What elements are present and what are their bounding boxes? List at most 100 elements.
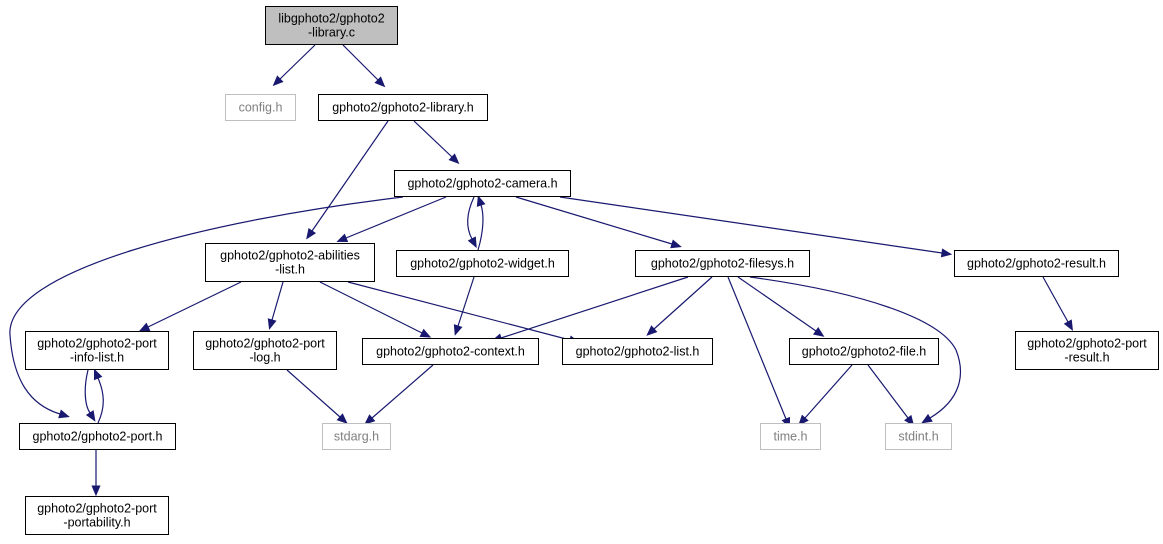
edge-line	[467, 196, 475, 240]
edge-widget-to-context	[453, 276, 475, 336]
node-label: gphoto2/gphoto2-context.h	[376, 345, 525, 359]
arrowhead	[272, 75, 284, 87]
node-portresult[interactable]: gphoto2/gphoto2-port-result.h	[1015, 331, 1159, 370]
node-label: gphoto2/gphoto2-result.h	[967, 257, 1106, 271]
node-label: gphoto2/gphoto2-camera.h	[407, 177, 557, 191]
edge-root-to-library	[342, 44, 386, 88]
edge-line	[347, 281, 571, 341]
node-camera[interactable]: gphoto2/gphoto2-camera.h	[394, 170, 571, 197]
edge-filesys-to-stdint	[749, 276, 962, 424]
arrowhead	[364, 414, 376, 425]
node-label: -result.h	[1064, 351, 1109, 365]
node-box	[789, 338, 939, 365]
node-box	[396, 250, 569, 277]
node-context[interactable]: gphoto2/gphoto2-context.h	[362, 338, 539, 365]
edge-line	[804, 364, 853, 419]
edge-filesys-to-list	[646, 276, 713, 336]
node-file[interactable]: gphoto2/gphoto2-file.h	[789, 338, 939, 365]
edge-line	[727, 276, 787, 420]
node-label: gphoto2/gphoto2-port.h	[33, 430, 163, 444]
arrowhead	[336, 413, 348, 424]
edge-line	[271, 281, 284, 321]
node-time: time.h	[760, 423, 821, 450]
node-result[interactable]: gphoto2/gphoto2-result.h	[954, 250, 1119, 277]
arrowhead	[336, 233, 349, 243]
arrowhead	[1063, 319, 1073, 331]
node-widget[interactable]: gphoto2/gphoto2-widget.h	[396, 250, 569, 277]
edge-filesys-to-time	[727, 276, 791, 429]
arrowhead	[93, 368, 103, 381]
node-box	[225, 94, 296, 121]
edge-line	[457, 276, 475, 327]
edge-line	[9, 196, 404, 415]
edge-line	[345, 196, 447, 239]
edge-line	[477, 204, 484, 251]
node-label: gphoto2/gphoto2-widget.h	[410, 257, 555, 271]
edge-line	[413, 120, 453, 158]
edge-file-to-stdint	[867, 364, 915, 427]
edge-line	[286, 369, 341, 418]
arrowhead	[448, 153, 460, 165]
edge-line	[1042, 276, 1069, 323]
edge-line	[319, 281, 423, 334]
edge-root-to-config	[272, 44, 316, 87]
node-box	[322, 423, 391, 450]
node-label: gphoto2/gphoto2-file.h	[802, 345, 926, 359]
edge-library-to-abilities	[306, 120, 389, 240]
edge-line	[500, 276, 689, 339]
node-label: gphoto2/gphoto2-list.h	[576, 345, 700, 359]
edge-line	[515, 196, 673, 245]
edge-line	[653, 276, 713, 330]
edge-camera-to-filesys	[515, 196, 682, 249]
edge-abilities-to-portlog	[267, 281, 284, 330]
node-label: -portability.h	[63, 516, 130, 530]
node-filesys[interactable]: gphoto2/gphoto2-filesys.h	[635, 250, 810, 277]
edge-filesys-to-file	[737, 276, 825, 337]
node-infolist[interactable]: gphoto2/gphoto2-port-info-list.h	[25, 331, 169, 370]
node-list[interactable]: gphoto2/gphoto2-list.h	[562, 338, 713, 365]
edge-camera-to-port	[9, 196, 404, 419]
node-portability[interactable]: gphoto2/gphoto2-port-portability.h	[25, 496, 169, 535]
node-root: libgphoto2/gphoto2-library.c	[265, 6, 398, 45]
node-abilities[interactable]: gphoto2/gphoto2-abilities-list.h	[205, 243, 375, 282]
edge-library-to-camera	[413, 120, 460, 165]
edge-line	[371, 364, 434, 419]
arrowhead	[921, 413, 933, 424]
edge-line	[147, 281, 242, 328]
node-box	[760, 423, 821, 450]
edge-camera-to-widget	[467, 196, 477, 249]
arrowhead	[138, 322, 151, 332]
node-box	[635, 250, 810, 277]
node-label: -library.c	[308, 26, 355, 40]
arrowhead	[467, 236, 477, 249]
node-label: -list.h	[275, 263, 305, 277]
node-label: gphoto2/gphoto2-port	[205, 337, 325, 351]
edge-line	[311, 120, 389, 232]
edge-line	[342, 44, 379, 81]
arrowhead	[374, 76, 386, 88]
node-label: stdint.h	[898, 430, 938, 444]
node-label: gphoto2/gphoto2-abilities	[220, 249, 360, 263]
arrowhead	[812, 326, 825, 337]
edge-line	[867, 364, 909, 419]
node-portlog[interactable]: gphoto2/gphoto2-port-log.h	[193, 331, 337, 370]
node-box	[25, 331, 169, 370]
node-label: stdarg.h	[334, 430, 379, 444]
node-library[interactable]: gphoto2/gphoto2-library.h	[318, 94, 488, 121]
arrowhead	[58, 409, 70, 419]
arrowhead	[904, 414, 915, 427]
node-stdint: stdint.h	[885, 423, 952, 450]
node-port[interactable]: gphoto2/gphoto2-port.h	[19, 423, 176, 450]
edge-portlog-to-stdarg	[286, 369, 348, 424]
arrowhead	[306, 228, 317, 240]
edge-widget-to-camera	[476, 195, 486, 251]
edge-line	[97, 377, 104, 424]
arrowhead	[419, 328, 432, 338]
node-box	[562, 338, 713, 365]
node-label: -log.h	[249, 351, 280, 365]
arrowhead	[267, 318, 277, 330]
node-label: config.h	[239, 101, 283, 115]
arrowhead	[670, 239, 682, 249]
edge-line	[559, 196, 943, 254]
